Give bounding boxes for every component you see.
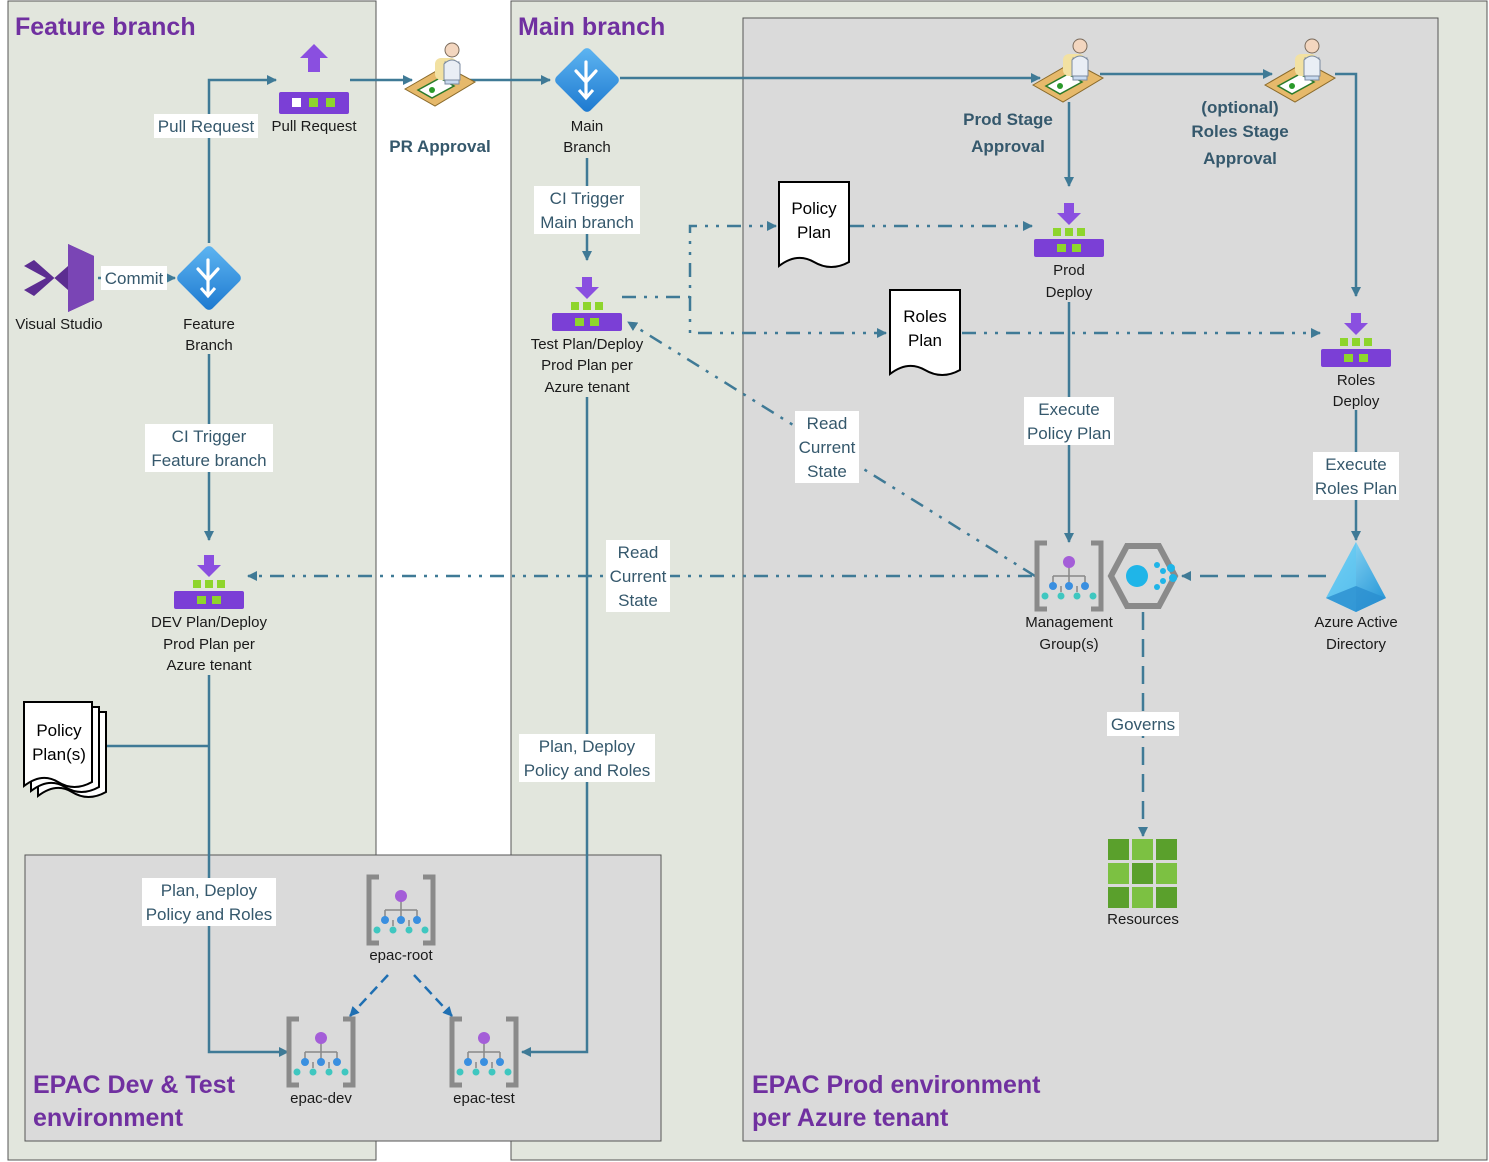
svg-text:Main branch: Main branch bbox=[540, 213, 634, 232]
main-branch-label: Main bbox=[571, 118, 604, 135]
plan-deploy-dev-label: Plan, Deploy Policy and Roles bbox=[142, 878, 276, 926]
test-plan-label-line2: Prod Plan per bbox=[541, 357, 633, 374]
resources-label: Resources bbox=[1107, 911, 1179, 928]
svg-text:Execute: Execute bbox=[1325, 455, 1386, 474]
roles-stage-approval-label: (optional) bbox=[1201, 98, 1278, 117]
prod-environment-panel bbox=[742, 17, 1439, 1142]
epac-dev-label: epac-dev bbox=[290, 1090, 352, 1107]
svg-text:Plan: Plan bbox=[908, 331, 942, 350]
azure-active-directory-label-line2: Directory bbox=[1326, 636, 1387, 653]
management-group-label: Management bbox=[1025, 614, 1113, 631]
prod-stage-approval-label: Prod Stage bbox=[963, 110, 1053, 129]
pr-approval-label: PR Approval bbox=[389, 137, 490, 156]
roles-deploy-label: Roles bbox=[1337, 372, 1375, 389]
governs-label: Governs bbox=[1107, 712, 1179, 736]
main-branch-title: Main branch bbox=[518, 13, 665, 41]
svg-text:Policy: Policy bbox=[36, 721, 82, 740]
feature-branch-label: Feature bbox=[183, 316, 235, 333]
svg-text:Plan(s): Plan(s) bbox=[32, 745, 86, 764]
svg-text:Governs: Governs bbox=[1111, 715, 1175, 734]
svg-text:Read: Read bbox=[807, 414, 848, 433]
visual-studio-label: Visual Studio bbox=[15, 316, 102, 333]
azure-active-directory-icon bbox=[1326, 542, 1386, 612]
plan-deploy-main-label: Plan, Deploy Policy and Roles bbox=[519, 734, 655, 782]
svg-text:Current: Current bbox=[610, 567, 667, 586]
svg-text:Plan, Deploy: Plan, Deploy bbox=[161, 881, 258, 900]
visual-studio-icon bbox=[24, 244, 94, 312]
svg-text:Current: Current bbox=[799, 438, 856, 457]
dev-plan-label: DEV Plan/Deploy bbox=[151, 614, 267, 631]
policy-plans-document-icon: Policy Plan(s) bbox=[23, 701, 107, 799]
management-group-label-line2: Group(s) bbox=[1039, 636, 1098, 653]
read-state-dev-label: Read Current State bbox=[606, 540, 670, 612]
svg-text:Plan: Plan bbox=[797, 223, 831, 242]
test-plan-to-plans-edge bbox=[622, 221, 777, 299]
svg-text:Policy: Policy bbox=[791, 199, 837, 218]
test-plan-label-line3: Azure tenant bbox=[544, 379, 630, 396]
execute-policy-plan-label: Execute Policy Plan bbox=[1024, 397, 1114, 445]
pr-approval-icon bbox=[404, 42, 476, 107]
prod-deploy-label-line2: Deploy bbox=[1046, 284, 1093, 301]
svg-text:State: State bbox=[807, 462, 847, 481]
prod-stage-approval-label-line2: Approval bbox=[971, 137, 1045, 156]
test-plan-label: Test Plan/Deploy bbox=[531, 336, 644, 353]
svg-text:Commit: Commit bbox=[105, 269, 164, 288]
prod-title-line2: per Azure tenant bbox=[752, 1104, 949, 1132]
svg-text:Read: Read bbox=[618, 543, 659, 562]
dev-plan-label-line3: Azure tenant bbox=[166, 657, 252, 674]
prod-deploy-label: Prod bbox=[1053, 262, 1085, 279]
test-plan-to-roles-plan-edge bbox=[688, 297, 887, 338]
main-branch-label-line2: Branch bbox=[563, 139, 611, 156]
test-plan-to-epac-test-edge bbox=[521, 397, 589, 1057]
pull-request-label: Pull Request bbox=[271, 118, 357, 135]
svg-text:Roles Plan: Roles Plan bbox=[1315, 479, 1397, 498]
roles-plan-document-icon: Roles Plan bbox=[889, 289, 961, 377]
svg-text:Policy and Roles: Policy and Roles bbox=[146, 905, 273, 924]
svg-text:State: State bbox=[618, 591, 658, 610]
root-to-dev-edge bbox=[349, 974, 389, 1017]
svg-text:CI Trigger: CI Trigger bbox=[550, 189, 625, 208]
read-state-test-edge bbox=[627, 320, 1036, 578]
prod-title: EPAC Prod environment bbox=[752, 1071, 1041, 1099]
ci-trigger-main-label: CI Trigger Main branch bbox=[534, 186, 640, 234]
dev-plan-to-epac-dev-edge bbox=[207, 675, 289, 1057]
policy-plan-document-icon: Policy Plan bbox=[778, 181, 850, 269]
svg-text:Roles: Roles bbox=[903, 307, 946, 326]
epac-root-label: epac-root bbox=[369, 947, 433, 964]
azure-active-directory-label: Azure Active bbox=[1314, 614, 1397, 631]
svg-text:Policy Plan: Policy Plan bbox=[1027, 424, 1111, 443]
read-state-test-label: Read Current State bbox=[795, 411, 859, 483]
execute-roles-plan-label: Execute Roles Plan bbox=[1313, 452, 1399, 500]
epac-test-label: epac-test bbox=[453, 1090, 516, 1107]
dev-plan-label-line2: Prod Plan per bbox=[163, 636, 255, 653]
pull-request-icon bbox=[279, 44, 349, 114]
svg-text:Execute: Execute bbox=[1038, 400, 1099, 419]
svg-text:CI Trigger: CI Trigger bbox=[172, 427, 247, 446]
resources-icon bbox=[1108, 839, 1177, 908]
resource-graph-icon bbox=[1107, 543, 1179, 609]
pull-request-edge bbox=[207, 75, 277, 243]
commit-label: Commit bbox=[101, 266, 167, 290]
svg-text:Pull Request: Pull Request bbox=[158, 117, 255, 136]
dev-test-environment-panel bbox=[24, 854, 662, 1142]
feature-branch-label-line2: Branch bbox=[185, 337, 233, 354]
roles-stage-approval-label-line3: Approval bbox=[1203, 149, 1277, 168]
roles-stage-approval-label-line2: Roles Stage bbox=[1191, 122, 1288, 141]
dev-test-title: EPAC Dev & Test bbox=[33, 1071, 236, 1099]
feature-branch-title: Feature branch bbox=[15, 13, 196, 41]
roles-approval-to-deploy-edge bbox=[1335, 72, 1361, 297]
roles-deploy-label-line2: Deploy bbox=[1333, 393, 1380, 410]
svg-text:Plan, Deploy: Plan, Deploy bbox=[539, 737, 636, 756]
pull-request-edge-label: Pull Request bbox=[154, 114, 258, 138]
svg-text:Feature branch: Feature branch bbox=[151, 451, 266, 470]
svg-text:Policy and Roles: Policy and Roles bbox=[524, 761, 651, 780]
root-to-test-edge bbox=[413, 974, 453, 1017]
ci-trigger-feature-label: CI Trigger Feature branch bbox=[145, 424, 273, 472]
dev-test-title-line2: environment bbox=[33, 1104, 184, 1132]
